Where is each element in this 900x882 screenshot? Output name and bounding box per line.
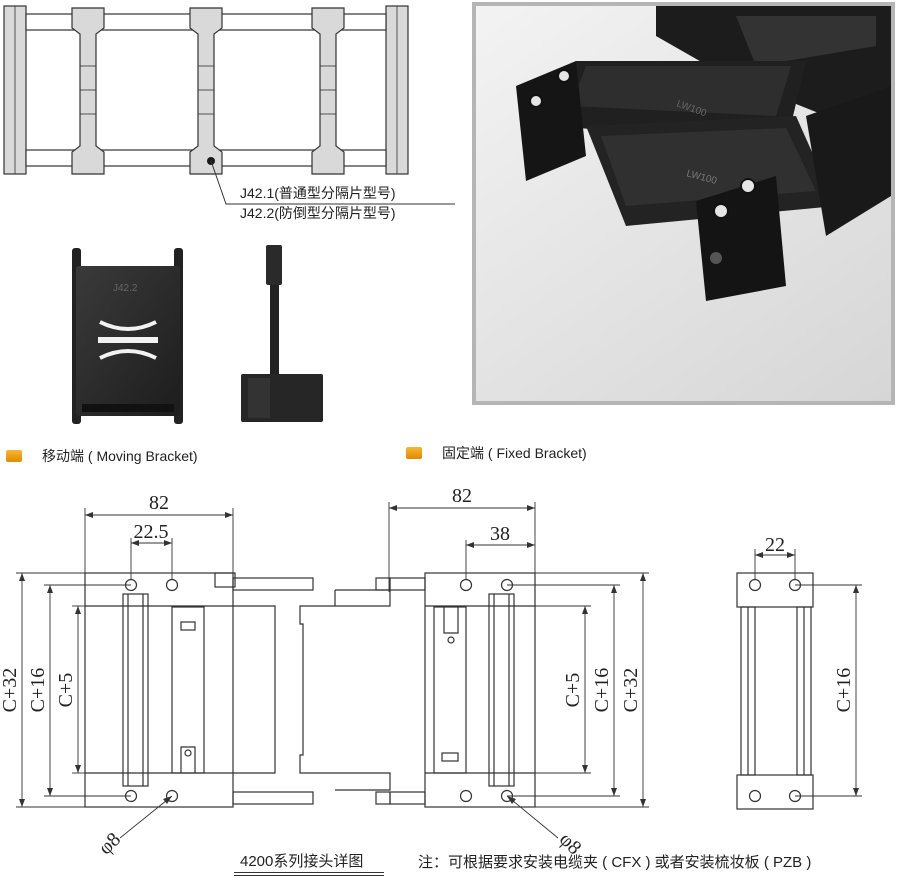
dim-left-c32: C+32 bbox=[0, 668, 21, 713]
moving-bracket-outline bbox=[84, 572, 234, 808]
legend-moving-label: 移动端 ( Moving Bracket) bbox=[42, 448, 198, 464]
separator-side-view bbox=[241, 245, 323, 422]
dim-right-c5: C+5 bbox=[562, 673, 584, 708]
legend-moving: 移动端 ( Moving Bracket) bbox=[6, 446, 198, 466]
separator-3 bbox=[311, 7, 345, 175]
separator-layout-diagram bbox=[3, 5, 455, 205]
callout-leader bbox=[210, 160, 455, 205]
separator-1 bbox=[71, 7, 105, 175]
title-underline bbox=[234, 872, 384, 876]
side-view-top-plate bbox=[736, 572, 814, 608]
dim-side-c16: C+16 bbox=[833, 668, 855, 713]
dim-left-c5: C+5 bbox=[55, 673, 77, 708]
dim-right-c16: C+16 bbox=[591, 668, 613, 713]
fixed-bracket-outline bbox=[424, 572, 536, 808]
part-label: J42.2 bbox=[113, 283, 138, 294]
callout-text: J42.1(普通型分隔片型号) J42.2(防倒型分隔片型号) bbox=[240, 183, 396, 223]
chain-photo: LW100 LW100 bbox=[472, 2, 895, 405]
dim-fixed-width: 82 bbox=[452, 485, 472, 507]
footer-note: 注：可根据要求安装电缆夹 ( CFX ) 或者安装梳妆板 ( PZB ) bbox=[418, 854, 812, 871]
dim-side-hole: 22 bbox=[765, 534, 785, 556]
legend-fixed: 固定端 ( Fixed Bracket) bbox=[406, 443, 587, 463]
legend-fixed-marker bbox=[406, 447, 422, 459]
dim-moving-hole: 22.5 bbox=[134, 521, 169, 543]
dim-fixed-hole: 38 bbox=[490, 523, 510, 545]
dim-right-c32: C+32 bbox=[620, 668, 642, 713]
legend-fixed-label: 固定端 ( Fixed Bracket) bbox=[442, 445, 587, 461]
callout-line-1: J42.1(普通型分隔片型号) bbox=[240, 185, 396, 201]
bracket-technical-drawing: 82 22.5 82 38 22 C+32 C+16 C+5 C+5 C+16 … bbox=[0, 485, 862, 859]
side-view-bottom-plate bbox=[736, 774, 814, 810]
dim-moving-width: 82 bbox=[149, 492, 169, 514]
drawing-title: 4200系列接头详图 bbox=[240, 853, 364, 870]
separator-2 bbox=[189, 7, 223, 175]
callout-line-2: J42.2(防倒型分隔片型号) bbox=[240, 205, 396, 221]
legend-moving-marker bbox=[6, 450, 22, 462]
dim-moving-phi8: φ8 bbox=[94, 828, 125, 859]
separator-front-view bbox=[72, 248, 183, 424]
dim-left-c16: C+16 bbox=[27, 668, 49, 713]
